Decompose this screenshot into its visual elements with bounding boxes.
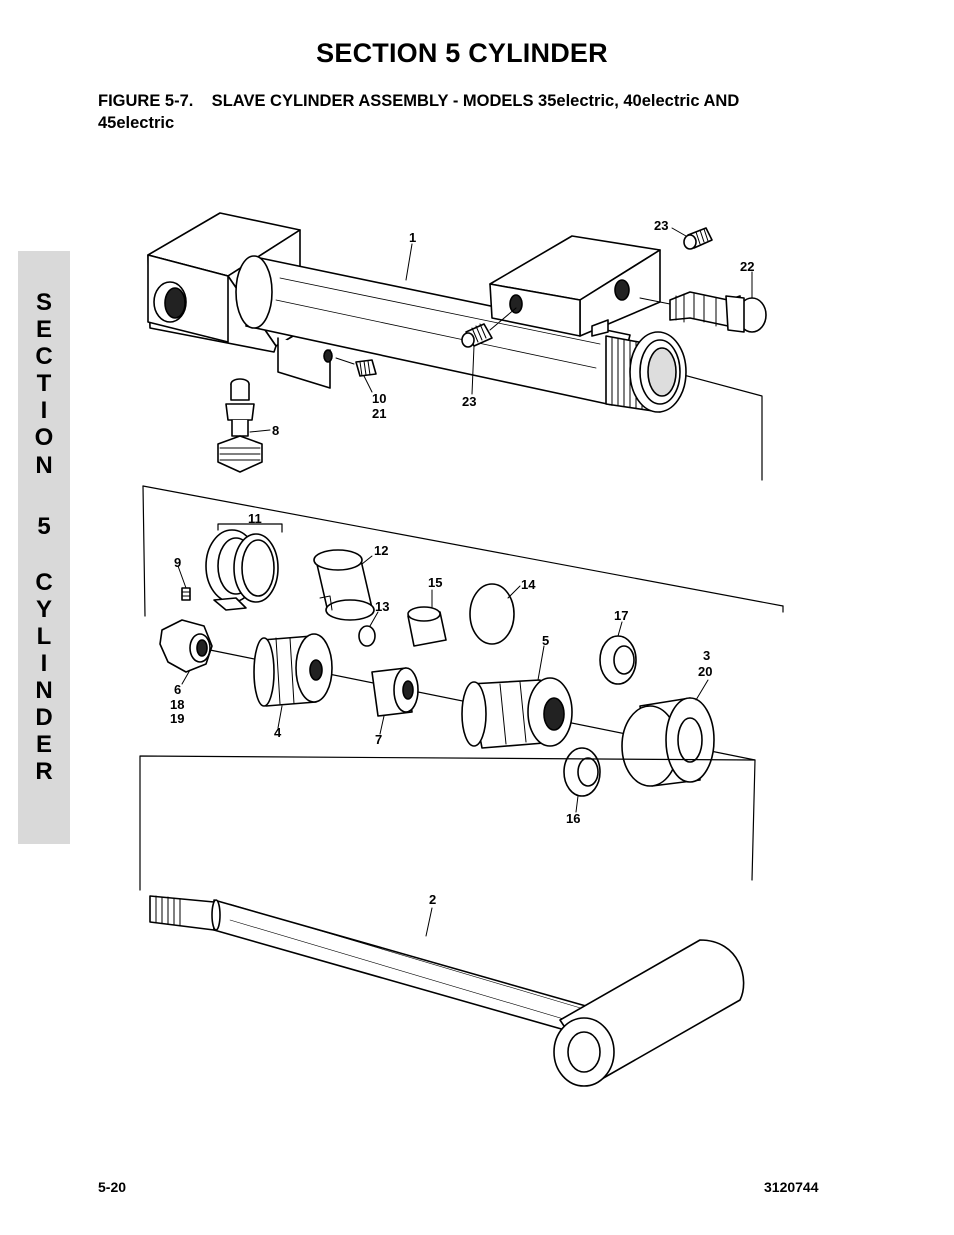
callout-23-block: 23	[462, 394, 476, 409]
callout-12: 12	[374, 543, 388, 558]
tab-letter: I	[40, 397, 48, 424]
wiper-16	[563, 747, 601, 797]
section-side-tab: S E C T I O N 5 C Y L I N D E R	[18, 251, 70, 844]
tab-letter: E	[35, 316, 52, 343]
barrel-threaded-end	[605, 331, 687, 413]
callout-11: 11	[248, 511, 262, 526]
callout-2: 2	[429, 892, 436, 907]
panel-outline	[142, 485, 784, 607]
seal-kit-11	[205, 529, 279, 611]
tab-letter: O	[34, 424, 54, 451]
tab-letter: D	[35, 704, 53, 731]
document-number: 3120744	[764, 1179, 819, 1195]
bushing-15	[407, 606, 447, 647]
tab-letter: 5	[37, 513, 51, 540]
set-screw-10	[335, 357, 377, 377]
page-number: 5-20	[98, 1179, 127, 1195]
callout-5: 5	[542, 633, 549, 648]
tab-letter: I	[40, 650, 48, 677]
callouts: 1 2 3 4 5 6 7 8 9 10 11 12 13 14 15 16 1…	[170, 218, 754, 907]
kit-bracket-11	[217, 523, 283, 533]
callout-15: 15	[428, 575, 442, 590]
o-ring-14	[469, 583, 515, 645]
callout-19: 19	[170, 711, 184, 726]
callout-21: 21	[372, 406, 386, 421]
figure-title: FIGURE 5-7. SLAVE CYLINDER ASSEMBLY - MO…	[98, 90, 858, 134]
o-ring-13	[358, 625, 376, 647]
callout-10: 10	[372, 391, 386, 406]
callout-3: 3	[703, 648, 710, 663]
tab-letter: C	[35, 569, 53, 596]
callout-7: 7	[375, 732, 382, 747]
callout-14: 14	[521, 577, 536, 592]
callout-8: 8	[272, 423, 279, 438]
tab-letter: R	[35, 758, 53, 785]
plug-23-top	[683, 227, 713, 250]
callout-6: 6	[174, 682, 181, 697]
barrel-port-block	[489, 235, 661, 337]
callout-20: 20	[698, 664, 712, 679]
tab-letter: S	[35, 289, 52, 316]
callout-23-top: 23	[654, 218, 668, 233]
tab-letter: E	[35, 731, 52, 758]
tab-letter: N	[35, 452, 53, 479]
tab-letter: T	[36, 370, 52, 397]
panel-outline	[139, 755, 756, 891]
barrel-base-block	[147, 212, 333, 389]
lock-nut-6	[159, 619, 213, 673]
callout-17: 17	[614, 608, 628, 623]
leader-lines	[177, 227, 753, 937]
tab-letter: N	[35, 677, 53, 704]
plug-23-block	[461, 307, 517, 348]
callout-1: 1	[409, 230, 416, 245]
tab-letter: L	[36, 623, 52, 650]
gland-nut-3	[621, 697, 715, 787]
callout-22: 22	[740, 259, 754, 274]
piston-rod-2	[149, 895, 745, 1087]
callout-9: 9	[174, 555, 181, 570]
piston-4	[253, 633, 333, 707]
tab-letter: C	[35, 343, 53, 370]
relief-valve-8	[217, 378, 263, 473]
figure-title-line2: 45electric	[98, 114, 175, 132]
callout-16: 16	[566, 811, 580, 826]
set-screw-9	[181, 587, 191, 601]
callout-13: 13	[375, 599, 389, 614]
wear-ring-12	[313, 549, 375, 621]
rod-seal-17	[599, 635, 637, 685]
counterbalance-valve-22	[639, 291, 767, 333]
callout-18: 18	[170, 697, 184, 712]
figure-title-line1: FIGURE 5-7. SLAVE CYLINDER ASSEMBLY - MO…	[98, 92, 740, 110]
spacer-7	[371, 667, 419, 717]
tab-letter: Y	[35, 596, 52, 623]
section-title: SECTION 5 CYLINDER	[316, 38, 608, 68]
cylinder-head-5	[461, 677, 573, 749]
callout-4: 4	[274, 725, 282, 740]
